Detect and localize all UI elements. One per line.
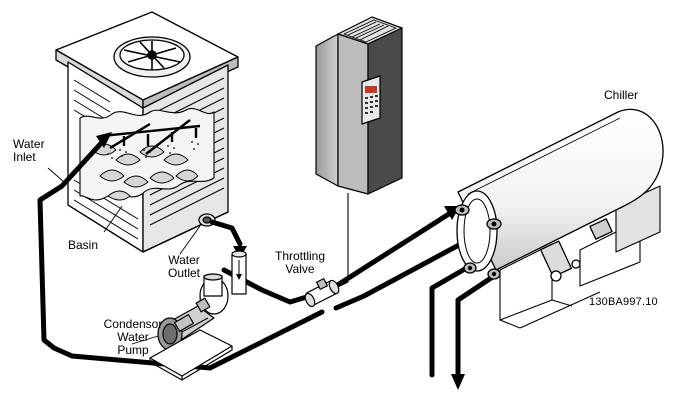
label-water-inlet: Water Inlet bbox=[13, 137, 45, 164]
outlet-pipe bbox=[209, 219, 243, 247]
chiller-support bbox=[499, 185, 661, 329]
chiller-return-pipe bbox=[333, 221, 501, 311]
label-water-outlet: Water Outlet bbox=[167, 253, 200, 280]
frequency-drive bbox=[315, 16, 403, 195]
leader-lines bbox=[47, 167, 201, 345]
evaporator-inlet-pipe bbox=[429, 263, 473, 378]
drive-keypad bbox=[361, 75, 381, 125]
label-chiller: Chiller bbox=[604, 88, 639, 102]
cooling-tower bbox=[55, 11, 239, 253]
control-cable bbox=[339, 193, 349, 287]
valve-to-chiller-pipe bbox=[333, 209, 455, 289]
evaporator-outlet-pipe bbox=[455, 273, 497, 378]
fan-icon bbox=[123, 41, 181, 70]
label-throttling-valve: Throttling Valve bbox=[274, 249, 326, 276]
condensor-water-pump bbox=[149, 250, 247, 381]
throttling-valve bbox=[304, 277, 340, 308]
label-condensor-water-pump: Condensor Water Pump bbox=[103, 317, 163, 357]
piping bbox=[37, 137, 501, 378]
arrow-down-evaporator bbox=[451, 374, 465, 390]
return-pipe bbox=[37, 137, 325, 371]
chiller bbox=[454, 108, 664, 329]
spray-header bbox=[101, 119, 201, 155]
label-basin: Basin bbox=[68, 238, 99, 252]
figure-reference-code: 130BA997.10 bbox=[589, 296, 658, 308]
arrow-into-tower bbox=[96, 132, 112, 148]
